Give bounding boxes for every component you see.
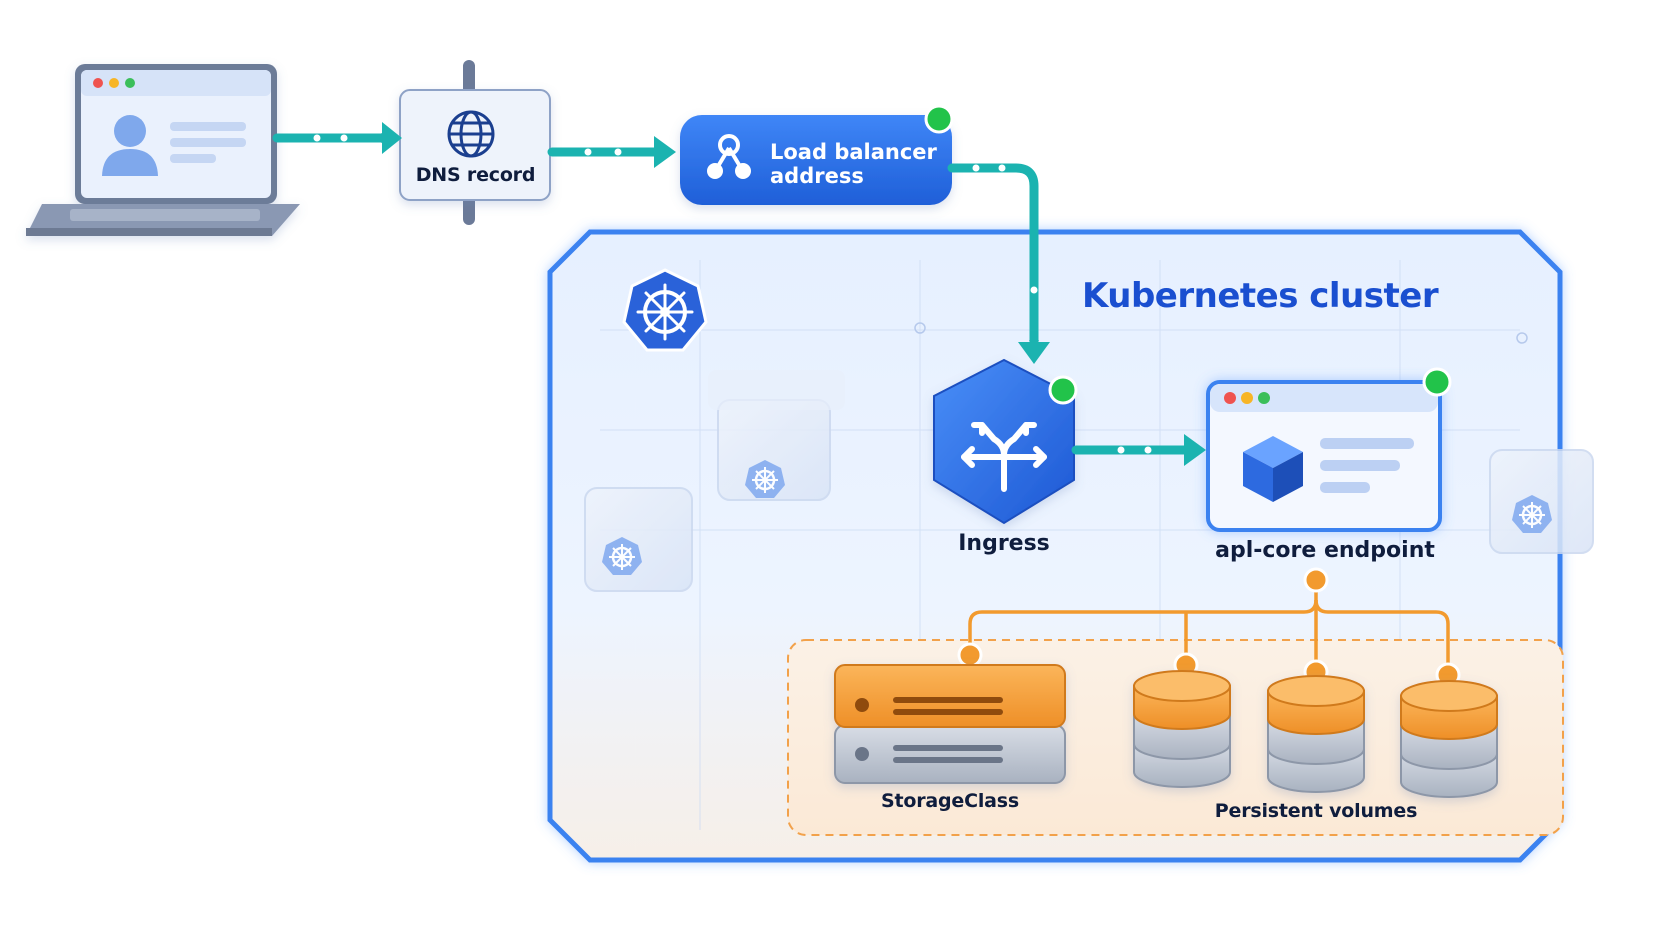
- node-cube-1: [584, 487, 693, 592]
- dns-record-node: [399, 60, 551, 225]
- persistent-volume-2: [1267, 675, 1365, 793]
- flow-dots: [313, 134, 1152, 454]
- endpoint-label: apl-core endpoint: [1215, 538, 1435, 563]
- load-balancer-label-line2: address: [770, 164, 864, 188]
- kubernetes-node-icon: [745, 460, 785, 498]
- storage-class-label: StorageClass: [881, 790, 1019, 812]
- endpoint-status-dot: [1422, 367, 1452, 397]
- load-balancer-node: [680, 115, 952, 205]
- persistent-volumes-label: Persistent volumes: [1214, 800, 1418, 822]
- flow-connectors: [272, 133, 1199, 455]
- server-stack-icon: [834, 664, 1066, 784]
- load-balancer-status-dot: [924, 104, 954, 134]
- endpoint-node: [1206, 380, 1442, 532]
- ingress-label: Ingress: [958, 531, 1050, 556]
- laptop-user-icon: [26, 64, 300, 236]
- dns-record-label: DNS record: [415, 164, 536, 186]
- network-nodes-icon: [707, 134, 751, 179]
- ingress-status-dot: [1048, 375, 1078, 405]
- flow-arrowheads: [382, 122, 1206, 466]
- split-arrows-icon: [961, 422, 1047, 492]
- persistent-volume-3: [1400, 680, 1498, 798]
- database-icon: [1133, 670, 1498, 798]
- kubernetes-helm-icon: [622, 268, 708, 352]
- kubernetes-node-icon: [1512, 495, 1552, 533]
- cube-icon: [1243, 436, 1303, 502]
- globe-icon: [447, 110, 495, 158]
- node-cube-2: [708, 370, 845, 501]
- load-balancer-label-line1: Load balancer: [770, 140, 937, 164]
- node-cube-3: [1489, 449, 1594, 554]
- persistent-volume-1: [1133, 670, 1231, 788]
- cluster-title: Kubernetes cluster: [1082, 276, 1439, 316]
- kubernetes-node-icon: [602, 537, 642, 575]
- storage-connectors: [968, 580, 1450, 670]
- flow-lb-to-ingress: [947, 163, 1039, 350]
